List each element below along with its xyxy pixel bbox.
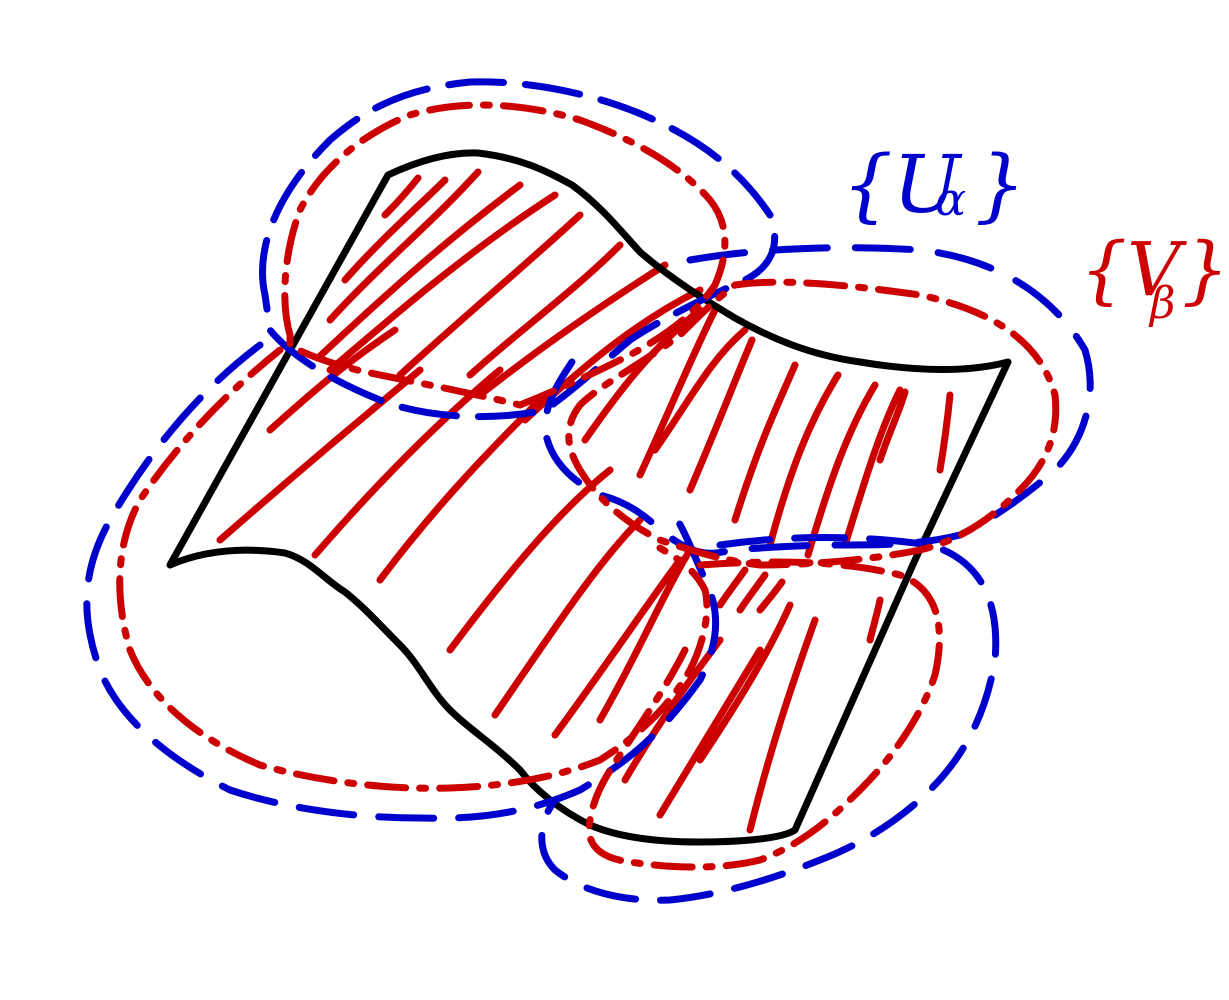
hatch-stroke bbox=[766, 371, 842, 549]
label-v-close: } bbox=[1182, 227, 1229, 313]
hatch-stroke bbox=[746, 616, 819, 834]
u-set-left bbox=[83, 341, 720, 822]
u-set-lower-right bbox=[538, 534, 1000, 904]
hatch-stroke bbox=[311, 366, 504, 559]
hatch-stroke bbox=[446, 466, 614, 654]
label-v-cover: {V β } bbox=[1080, 227, 1229, 329]
hatch-stroke bbox=[216, 366, 424, 544]
hatch-stroke bbox=[266, 326, 399, 434]
hatch-stroke bbox=[551, 556, 684, 739]
v-set-right bbox=[565, 278, 1060, 569]
u-set-upper-left bbox=[259, 78, 779, 421]
hatch-stroke bbox=[804, 381, 879, 559]
hatch-stroke bbox=[756, 578, 786, 614]
hatch-stroke bbox=[656, 646, 764, 819]
hatch-stroke bbox=[326, 168, 482, 324]
hatch-stroke bbox=[686, 336, 756, 494]
hatch-stroke bbox=[696, 601, 794, 764]
hatch-stroke bbox=[841, 386, 904, 549]
label-u-index: α bbox=[935, 172, 966, 226]
hatch-stroke bbox=[621, 636, 724, 784]
hatch-stroke bbox=[716, 566, 749, 609]
label-v-index: β bbox=[1148, 278, 1175, 329]
label-u-cover: {U α } bbox=[842, 138, 1026, 231]
hatch-stroke bbox=[491, 516, 644, 719]
v-set-upper-left bbox=[281, 101, 729, 409]
hatch-stroke bbox=[381, 174, 422, 219]
v-cover-sets bbox=[116, 101, 1060, 871]
hatch-stroke bbox=[636, 306, 719, 479]
u-set-right bbox=[541, 244, 1094, 557]
hatch-stroke bbox=[651, 326, 749, 454]
hatch-stroke bbox=[731, 361, 799, 524]
label-v-main: {V bbox=[1080, 227, 1187, 313]
hatch-stroke bbox=[876, 388, 909, 464]
label-u-main: {U bbox=[842, 138, 963, 231]
v-set-left bbox=[116, 346, 711, 792]
hatch-stroke bbox=[341, 176, 449, 284]
hatch-stroke bbox=[396, 211, 584, 379]
hatch-stroke bbox=[314, 181, 524, 362]
v-set-lower-right bbox=[585, 558, 943, 871]
hatch-stroke bbox=[866, 596, 884, 644]
hatch-stroke bbox=[326, 191, 559, 374]
u-cover-sets bbox=[83, 78, 1094, 904]
hatch-stroke bbox=[466, 241, 624, 379]
hatch-stroke bbox=[476, 261, 669, 399]
hatch-stroke bbox=[736, 571, 769, 614]
label-u-close: } bbox=[975, 138, 1026, 231]
surface-outline bbox=[166, 149, 1012, 846]
hatch-stroke bbox=[596, 546, 694, 724]
hatch-stroke bbox=[936, 391, 954, 474]
hatch-stroke bbox=[376, 396, 544, 584]
